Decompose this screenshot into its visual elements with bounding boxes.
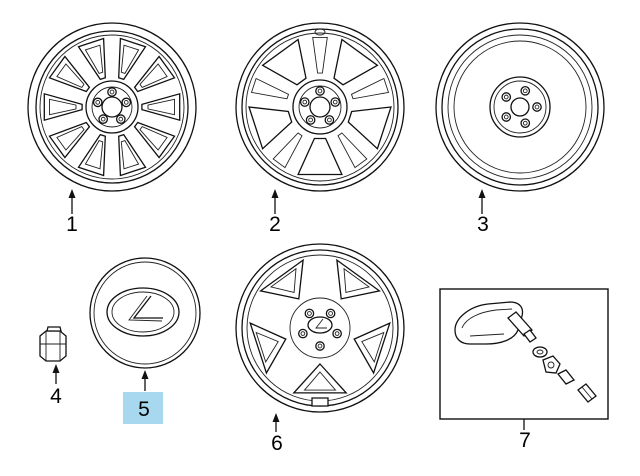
wheel-window-slim <box>312 36 328 74</box>
wheel-window-inner <box>120 140 140 170</box>
center-cap-part-5[interactable] <box>89 257 201 369</box>
lug-hole <box>501 92 512 102</box>
wheel-window <box>133 55 176 93</box>
wheel-window <box>333 38 379 86</box>
lug-hole <box>315 341 325 351</box>
lug-hole <box>298 328 308 339</box>
lug-hole <box>115 114 126 124</box>
wheel-window <box>133 121 176 159</box>
wheel-window-inner <box>49 98 77 116</box>
wheel-window-inner <box>120 44 140 74</box>
wheel-window-slim <box>272 132 303 169</box>
lug-hole-inner <box>307 311 312 316</box>
lug-hole-inner <box>328 311 333 316</box>
lug-hole <box>501 112 512 122</box>
wheel-window-slim <box>250 77 290 100</box>
lug-hole <box>315 86 325 96</box>
callout-5[interactable]: 5 <box>138 398 150 421</box>
wheel-window-inner <box>147 98 175 116</box>
lug-hole <box>98 114 109 124</box>
lug-hole-inner <box>95 100 101 105</box>
wheel-part-3[interactable] <box>435 22 605 192</box>
lug-hole <box>324 115 335 125</box>
wheel-window-inner <box>255 331 279 363</box>
lug-hole-inner <box>302 99 308 105</box>
lug-hole-inner <box>300 331 306 336</box>
wheel-window-inner <box>139 63 168 88</box>
lug-hole <box>520 118 531 129</box>
wheel-window-slim <box>337 132 368 169</box>
wheel-window-slim <box>350 77 390 100</box>
tpms-kit-part-7[interactable] <box>439 288 609 420</box>
wheel-window-inner <box>56 126 85 151</box>
wheel-window-inner <box>139 126 168 151</box>
wheel-window-inner <box>84 140 104 170</box>
lug-hole <box>107 87 117 97</box>
lug-hole-inner <box>503 114 509 120</box>
wheel-part-6[interactable] <box>235 243 405 413</box>
lug-hole-inner <box>100 116 106 122</box>
lug-hole <box>92 97 103 108</box>
callout-6[interactable]: 6 <box>271 432 283 455</box>
wheel-window-inner <box>84 44 104 74</box>
lug-hole <box>304 308 315 319</box>
lug-hole-inner <box>334 331 340 336</box>
lug-hole <box>121 97 132 108</box>
wheel-window <box>118 37 147 81</box>
lug-nut-part-4[interactable] <box>39 326 67 362</box>
lug-hole <box>325 308 336 319</box>
wheel-window <box>292 363 348 394</box>
lug-hole-inner <box>118 116 124 122</box>
wheel-window <box>141 92 181 122</box>
lug-hole-inner <box>123 100 129 105</box>
wheel-window <box>347 106 392 150</box>
lug-hole-inner <box>317 343 323 349</box>
callout-3[interactable]: 3 <box>477 213 489 236</box>
wheel-part-1[interactable] <box>27 22 197 192</box>
leader-arrows <box>52 189 525 432</box>
lug-hole-inner <box>522 88 528 94</box>
lug-hole-inner <box>503 94 509 100</box>
wheel-window <box>248 106 293 150</box>
wheel-part-2[interactable] <box>235 22 405 192</box>
wheel-window-inner <box>56 63 85 88</box>
lug-hole <box>299 97 310 107</box>
wheel-window-inner <box>303 371 337 391</box>
lug-hole-inner <box>327 117 332 123</box>
callout-5-highlight <box>123 392 163 424</box>
wheel-window <box>43 92 83 122</box>
wheel-window-inner <box>269 267 297 293</box>
wheel-window-inner <box>343 267 371 293</box>
lug-hole <box>330 97 341 107</box>
wheel-window <box>77 133 106 177</box>
wheel-window <box>336 258 381 300</box>
lug-hole <box>305 115 316 125</box>
lug-hole-inner <box>522 120 528 126</box>
wheel-window <box>48 121 91 159</box>
lug-hole <box>532 102 542 112</box>
wheel-window <box>261 38 307 86</box>
callout-1[interactable]: 1 <box>66 213 78 236</box>
wheel-window <box>259 258 304 300</box>
wheel-window <box>118 133 147 177</box>
callout-2[interactable]: 2 <box>269 213 281 236</box>
lug-hole <box>520 85 531 96</box>
lug-hole <box>332 328 342 339</box>
lug-hole-inner <box>109 89 115 95</box>
lug-hole-inner <box>317 88 323 94</box>
wheel-window <box>249 321 287 375</box>
lug-hole-inner <box>534 104 540 110</box>
wheel-window-inner <box>361 331 385 363</box>
callout-7[interactable]: 7 <box>519 429 531 452</box>
wheel-window <box>77 37 106 81</box>
lug-hole-inner <box>308 117 313 123</box>
wheel-window <box>353 321 391 375</box>
lug-hole-inner <box>332 99 338 105</box>
wheel-window <box>297 137 343 176</box>
callout-4[interactable]: 4 <box>50 385 62 408</box>
wheel-window <box>48 55 91 93</box>
